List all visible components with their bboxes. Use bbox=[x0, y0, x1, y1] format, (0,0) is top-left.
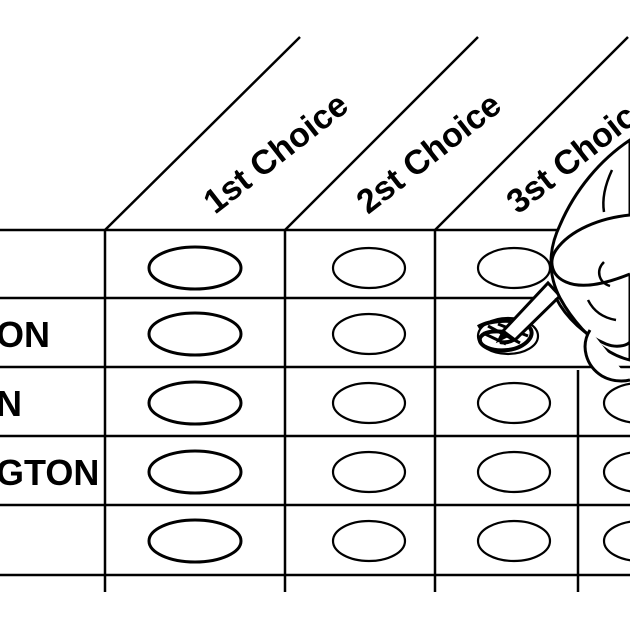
ballot-oval-r3-c1[interactable] bbox=[147, 380, 243, 426]
ballot-oval-r4-c1[interactable] bbox=[147, 449, 243, 495]
column-header-2: 2st Choice bbox=[350, 85, 509, 221]
ballot-grid bbox=[0, 228, 630, 592]
candidate-name-4: GTON bbox=[0, 452, 99, 493]
hand-with-pen-icon bbox=[495, 138, 630, 383]
ballot-oval-r1-c3[interactable] bbox=[476, 246, 552, 290]
ballot-oval-r4-c2[interactable] bbox=[331, 450, 407, 494]
header-divider-3 bbox=[434, 36, 629, 231]
header-divider-1 bbox=[104, 36, 301, 231]
ballot-oval-r3-c3[interactable] bbox=[476, 381, 552, 425]
ballot-oval-r1-c1[interactable] bbox=[147, 245, 243, 291]
ballot-oval-r3-c2[interactable] bbox=[331, 381, 407, 425]
ballot-oval-r1-c2[interactable] bbox=[331, 246, 407, 290]
ballot-ovals bbox=[147, 245, 630, 564]
candidate-name-3: N bbox=[0, 383, 22, 424]
header-diagonals bbox=[104, 36, 629, 231]
ballot-oval-r2-c1[interactable] bbox=[147, 311, 243, 357]
ballot-oval-r2-c2[interactable] bbox=[331, 312, 407, 356]
ballot-oval-r3-c4[interactable] bbox=[602, 382, 630, 424]
ballot-oval-r4-c3[interactable] bbox=[476, 450, 552, 494]
ballot-oval-r5-c3[interactable] bbox=[476, 519, 552, 563]
ballot-oval-r4-c4[interactable] bbox=[602, 451, 630, 493]
ballot-oval-r5-c2[interactable] bbox=[331, 519, 407, 563]
ballot-oval-r5-c1[interactable] bbox=[147, 518, 243, 564]
header-divider-2 bbox=[284, 36, 479, 231]
candidate-name-2: ON bbox=[0, 314, 50, 355]
ballot-oval-r5-c4[interactable] bbox=[602, 520, 630, 562]
column-header-1: 1st Choice bbox=[197, 85, 356, 221]
